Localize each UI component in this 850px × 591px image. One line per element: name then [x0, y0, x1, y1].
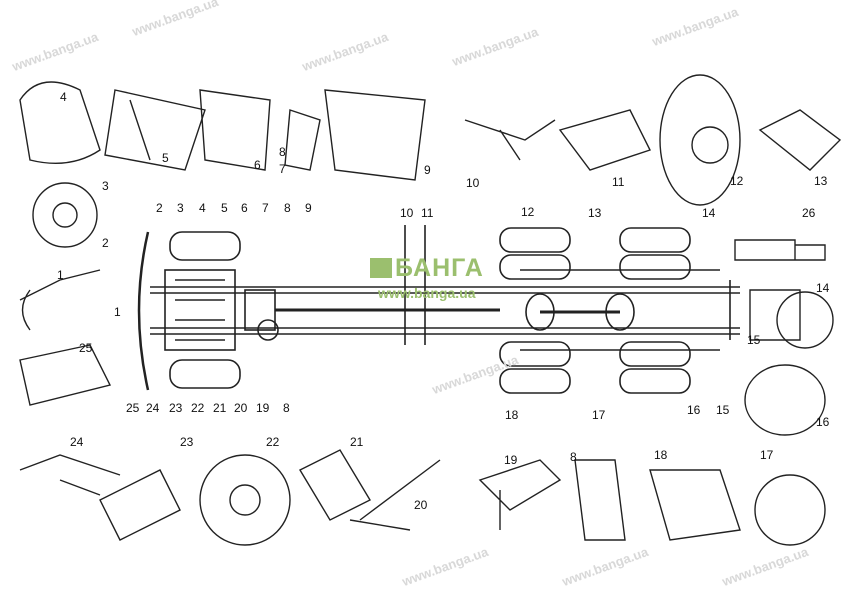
- inset-label: 8: [570, 450, 577, 464]
- callout: 25: [126, 401, 140, 415]
- inset-label: 22: [266, 435, 280, 449]
- callout: 20: [234, 401, 248, 415]
- callout: 23: [169, 401, 183, 415]
- inset-label: 25: [79, 341, 93, 355]
- inset-label: 14: [816, 281, 830, 295]
- inset-label: 17: [760, 448, 774, 462]
- callout: 19: [256, 401, 270, 415]
- callout: 13: [588, 206, 602, 220]
- inset-label: 11: [612, 175, 625, 189]
- inset-label: 1: [57, 268, 64, 282]
- inset-label: 3: [102, 179, 109, 193]
- callout: 11: [421, 206, 434, 220]
- callout: 5: [221, 201, 228, 215]
- inset-label: 23: [180, 435, 194, 449]
- logo-text: БАНГА: [395, 254, 484, 282]
- inset-label: 19: [504, 453, 518, 467]
- inset-label: 7: [279, 162, 286, 176]
- inset-label: 2: [102, 236, 109, 250]
- banga-logo: БАНГА: [370, 254, 484, 282]
- callout: 21: [213, 401, 227, 415]
- inset-label: 6: [254, 158, 261, 172]
- inset-label: 15: [747, 333, 761, 347]
- logo-mark-icon: [370, 258, 392, 278]
- inset-label: 13: [814, 174, 828, 188]
- callout: 24: [146, 401, 160, 415]
- callout: 8: [283, 401, 290, 415]
- callout: 3: [177, 201, 184, 215]
- inset-label: 5: [162, 151, 169, 165]
- inset-label: 8: [279, 145, 286, 159]
- inset-label: 26: [802, 206, 816, 220]
- callout: 6: [241, 201, 248, 215]
- callout: 12: [521, 205, 535, 219]
- inset-label: 10: [466, 176, 480, 190]
- inset-label: 12: [730, 174, 744, 188]
- callout: 22: [191, 401, 205, 415]
- callout: 18: [505, 408, 519, 422]
- callout: 9: [305, 201, 312, 215]
- inset-label: 4: [60, 90, 67, 104]
- callout: 17: [592, 408, 606, 422]
- callout: 15: [716, 403, 730, 417]
- inset-label: 16: [816, 415, 830, 429]
- callout: 14: [702, 206, 716, 220]
- callout: 1: [114, 305, 121, 319]
- callout: 2: [156, 201, 163, 215]
- inset-label: 18: [654, 448, 668, 462]
- logo-url: www.banga.ua: [378, 285, 476, 301]
- inset-label: 21: [350, 435, 364, 449]
- inset-label: 24: [70, 435, 84, 449]
- callout: 16: [687, 403, 701, 417]
- inset-label: 9: [424, 163, 431, 177]
- callout: 4: [199, 201, 206, 215]
- callout: 7: [262, 201, 269, 215]
- inset-label: 20: [414, 498, 428, 512]
- callout: 8: [284, 201, 291, 215]
- callout: 10: [400, 206, 414, 220]
